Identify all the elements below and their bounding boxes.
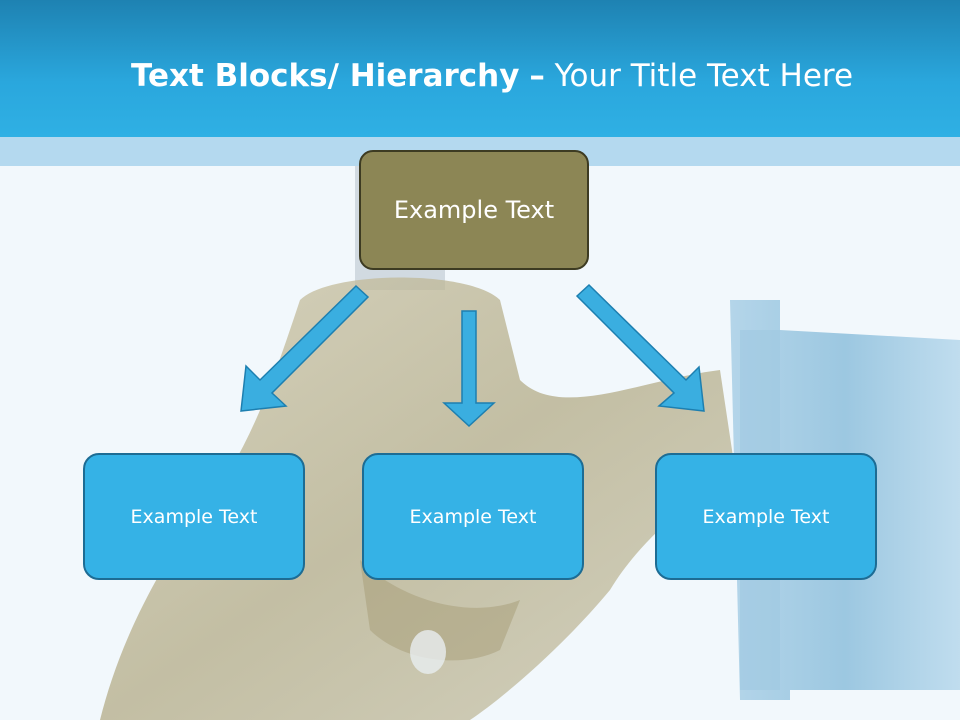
child-node-left: Example Text	[83, 453, 305, 580]
title-bold-part: Text Blocks/ Hierarchy	[130, 58, 520, 94]
slide-title: Text Blocks/ Hierarchy – Your Title Text…	[0, 56, 960, 96]
child-node-right: Example Text	[655, 453, 877, 580]
title-separator: –	[529, 58, 545, 94]
header-bar	[0, 0, 960, 137]
root-node-label: Example Text	[393, 196, 555, 224]
arrow-to-right-child	[575, 283, 705, 412]
child-node-label: Example Text	[702, 505, 830, 528]
arrow-to-center-child	[442, 310, 496, 428]
child-node-label: Example Text	[130, 505, 258, 528]
child-node-label: Example Text	[409, 505, 537, 528]
root-node: Example Text	[359, 150, 589, 270]
arrow-to-left-child	[240, 284, 370, 412]
child-node-center: Example Text	[362, 453, 584, 580]
title-regular-part: Your Title Text Here	[554, 58, 854, 94]
